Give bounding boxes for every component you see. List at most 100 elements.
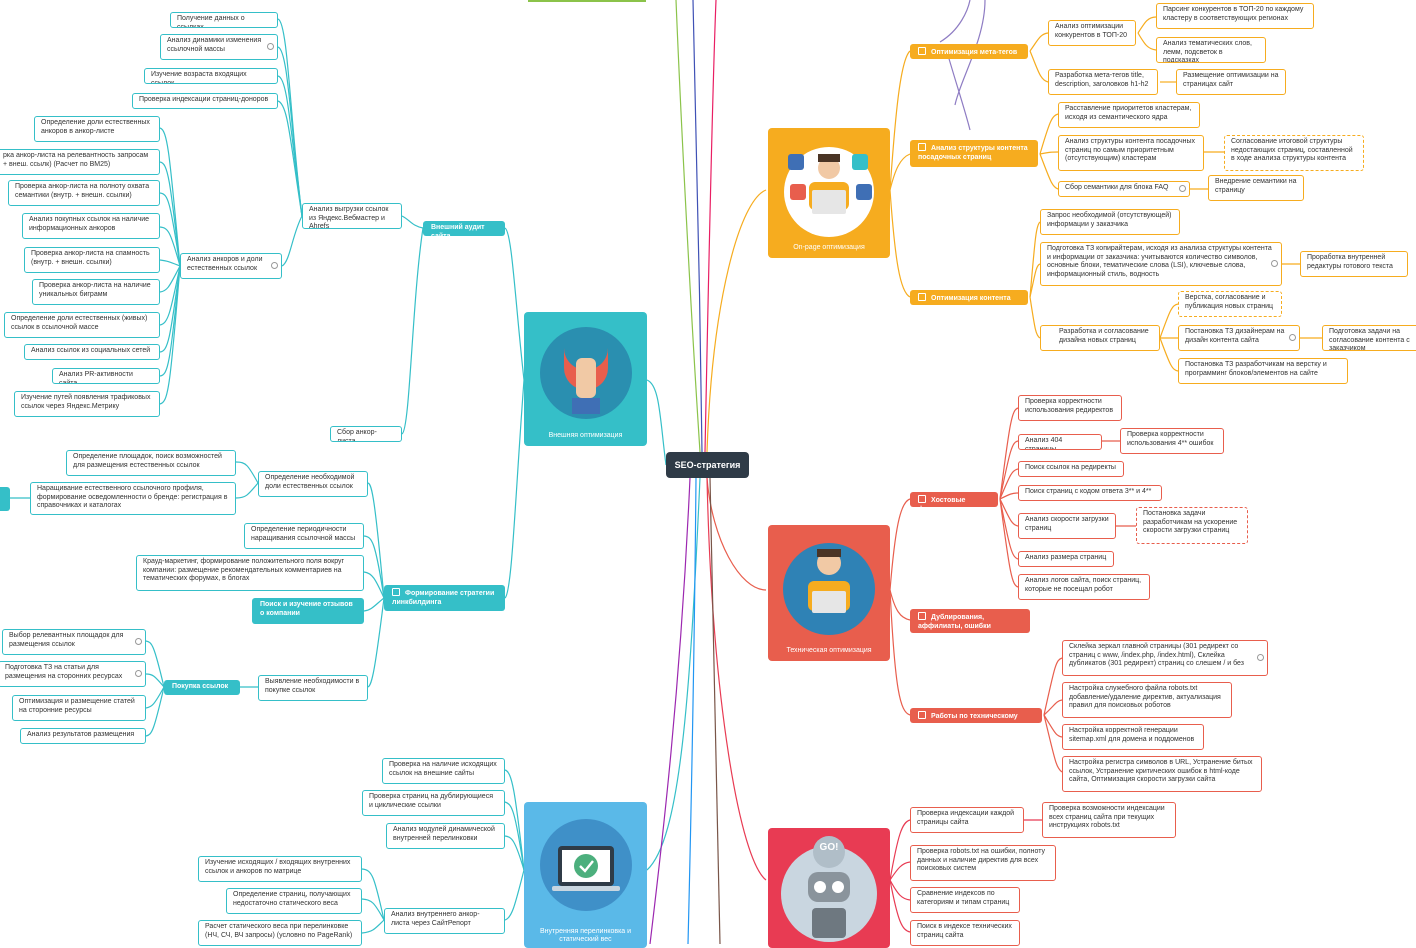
node-anchor-spam[interactable]: Проверка анкор-листа на спамность (внутр…: [24, 247, 160, 273]
node-grow-profile[interactable]: Наращивание естественного ссылочного про…: [30, 482, 236, 515]
node-social-links[interactable]: Анализ ссылок из социальных сетей: [24, 344, 160, 360]
node-pagerank-calc[interactable]: Расчет статического веса при перелинковк…: [198, 920, 362, 946]
node-layout-publish[interactable]: Верстка, согласование и публикация новых…: [1178, 291, 1282, 317]
card-external[interactable]: Внешняя оптимизация: [524, 312, 647, 446]
note-icon: [1257, 654, 1264, 661]
node-copywriter-brief[interactable]: Подготовка ТЗ копирайтерам, исходя из ан…: [1040, 242, 1282, 286]
node-content-approval[interactable]: Подготовка задачи на согласование контен…: [1322, 325, 1416, 351]
card-onpage-title: On-page оптимизация: [793, 244, 865, 251]
node-anchor-collect[interactable]: Сбор анкор-листа: [330, 426, 402, 442]
node-buy-necessity[interactable]: Выявление необходимости в покупке ссылок: [258, 675, 368, 701]
central-topic[interactable]: SEO-стратегия: [666, 452, 749, 478]
card-technical[interactable]: Техническая оптимизация: [768, 525, 890, 661]
hub-linkbuilding[interactable]: Формирование стратегии линкбилдинга: [384, 585, 505, 611]
node-anchor-coverage[interactable]: Проверка анкор-листа на полноту охвата с…: [8, 180, 160, 206]
node-structure-analysis[interactable]: Анализ структуры контента посадочных стр…: [1058, 135, 1204, 171]
node-load-speed[interactable]: Анализ скорости загрузки страниц: [1018, 513, 1116, 539]
card-onpage[interactable]: On-page оптимизация: [768, 128, 890, 258]
node-natural-anchors[interactable]: Определение доли естественных анкоров в …: [34, 116, 160, 142]
hub-buy-links[interactable]: Покупка ссылок: [164, 680, 240, 695]
hub-marker-icon: [918, 143, 926, 151]
node-faq-semantics[interactable]: Сбор семантики для блока FAQ: [1058, 181, 1190, 197]
node-webmaster-export[interactable]: Анализ выгрузки ссылок из Яндекс.Вебмаст…: [302, 203, 402, 229]
hub-meta-tags[interactable]: Оптимизация мета-тегов: [910, 44, 1028, 59]
node-traffic-links[interactable]: Изучение путей появления трафиковых ссыл…: [14, 391, 160, 417]
node-dynamic-modules[interactable]: Анализ модулей динамической внутренней п…: [386, 823, 505, 849]
node-redirect-links[interactable]: Поиск ссылок на редиректы: [1018, 461, 1124, 477]
note-icon: [1179, 185, 1186, 192]
node-structure-agreement[interactable]: Согласование итоговой структуры недостаю…: [1224, 135, 1364, 171]
node-live-links[interactable]: Определение доли естественных (живых) сс…: [4, 312, 160, 338]
node-link-matrix[interactable]: Изучение исходящих / входящих внутренних…: [198, 856, 362, 882]
node-place-optimization[interactable]: Размещение оптимизации на страницах сайт: [1176, 69, 1286, 95]
magnet-illustration-icon: [540, 327, 632, 419]
node-thematic-words[interactable]: Анализ тематических слов, лемм, подсвето…: [1156, 37, 1266, 63]
node-weak-pages[interactable]: Определение страниц, получающих недостат…: [226, 888, 362, 914]
node-paid-links[interactable]: Анализ покупных ссылок на наличие информ…: [22, 213, 160, 239]
node-pr-activity[interactable]: Анализ PR-активности сайта: [52, 368, 160, 384]
card-crawler[interactable]: GO!: [768, 828, 890, 948]
node-competitor-analysis[interactable]: Анализ оптимизации конкурентов в ТОП-20: [1048, 20, 1136, 46]
node-donor-index[interactable]: Проверка индексации страниц-доноров: [132, 93, 278, 109]
node-natural-share[interactable]: Определение необходимой доли естественны…: [258, 471, 368, 497]
node-request-info[interactable]: Запрос необходимой (отсутствующей) инфор…: [1040, 209, 1180, 235]
hub-offscreen-left[interactable]: [0, 487, 10, 511]
node-duplicate-links[interactable]: Проверка страниц на дублирующиеся и цикл…: [362, 790, 505, 816]
hub-structure[interactable]: Анализ структуры контента посадочных стр…: [910, 140, 1038, 167]
node-index-compare[interactable]: Сравнение индексов по категориям и типам…: [910, 887, 1020, 913]
node-url-register[interactable]: Настройка регистра символов в URL, Устра…: [1062, 756, 1262, 792]
node-speed-task[interactable]: Постановка задачи разработчикам на ускор…: [1136, 507, 1248, 544]
node-link-dynamics[interactable]: Анализ динамики изменения ссылочной масс…: [160, 34, 278, 60]
node-tech-pages-index[interactable]: Поиск в индексе технических страниц сайт…: [910, 920, 1020, 946]
node-404-analysis[interactable]: Анализ 404 страницы: [1018, 434, 1102, 450]
hub-label: Оптимизация мета-тегов: [931, 49, 1018, 56]
hub-external-audit[interactable]: Внешний аудит сайта: [423, 221, 505, 240]
node-index-check[interactable]: Проверка индексации каждой страницы сайт…: [910, 807, 1024, 833]
node-index-possibility[interactable]: Проверка возможности индексации всех стр…: [1042, 802, 1176, 838]
node-find-platforms[interactable]: Определение площадок, поиск возможностей…: [66, 450, 236, 476]
hub-label: Поиск и изучение отзывов о компании: [260, 601, 353, 617]
node-choose-platforms[interactable]: Выбор релевантных площадок для размещени…: [2, 629, 146, 655]
node-mirror-glue[interactable]: Склейка зеркал главной страницы (301 ред…: [1062, 640, 1268, 676]
hub-marker-icon: [392, 588, 400, 596]
node-designer-brief[interactable]: Постановка ТЗ дизайнерам на дизайн конте…: [1178, 325, 1300, 351]
node-robots-setup[interactable]: Настройка служебного файла robots.txt до…: [1062, 682, 1232, 718]
node-article-placement[interactable]: Оптимизация и размещение статей на сторо…: [12, 695, 146, 721]
node-crowd-marketing[interactable]: Крауд-маркетинг, формирование положитель…: [136, 555, 364, 591]
node-periodicity[interactable]: Определение периодичности наращивания сс…: [244, 523, 364, 549]
node-robots-check[interactable]: Проверка robots.txt на ошибки, полноту д…: [910, 845, 1056, 881]
node-dev-brief[interactable]: Постановка ТЗ разработчикам на верстку и…: [1178, 358, 1348, 384]
node-sitereport-anchors[interactable]: Анализ внутреннего анкор-листа через Сай…: [384, 908, 505, 934]
node-link-data[interactable]: Получение данных о ссылках: [170, 12, 278, 28]
node-article-brief[interactable]: Подготовка ТЗ на статьи для размещения н…: [0, 661, 146, 687]
node-parse-competitors[interactable]: Парсинг конкурентов в ТОП-20 по каждому …: [1156, 3, 1314, 29]
hub-marker-icon: [918, 495, 926, 503]
hub-label: Анализ структуры контента посадочных стр…: [918, 145, 1028, 161]
node-meta-dev[interactable]: Разработка мета-тегов title, description…: [1048, 69, 1158, 95]
hub-marker-icon: [918, 293, 926, 301]
node-outgoing-links[interactable]: Проверка на наличие исходящих ссылок на …: [382, 758, 505, 784]
node-page-size[interactable]: Анализ размера страниц: [1018, 551, 1114, 567]
card-internal[interactable]: Внутренняя перелинковка и статический ве…: [524, 802, 647, 948]
node-anchor-analysis[interactable]: Анализ анкоров и доли естественных ссыло…: [180, 253, 282, 279]
node-unique-bigrams[interactable]: Проверка анкор-листа на наличие уникальн…: [32, 279, 160, 305]
hub-duplicates[interactable]: Дублирования, аффилиаты, ошибки: [910, 609, 1030, 633]
node-text-edit[interactable]: Проработка внутренней редактуры готового…: [1300, 251, 1408, 277]
node-implement-semantics[interactable]: Внедрение семантики на страницу: [1208, 175, 1304, 201]
node-cluster-priorities[interactable]: Расставление приоритетов кластерам, исхо…: [1058, 102, 1200, 128]
node-log-analysis[interactable]: Анализ логов сайта, поиск страниц, котор…: [1018, 574, 1150, 600]
node-link-age[interactable]: Изучение возраста входящих ссылок: [144, 68, 278, 84]
hub-hosting[interactable]: Хостовые факторы: [910, 492, 998, 513]
hub-tech-audit[interactable]: Работы по техническому аудиту: [910, 708, 1042, 729]
hub-content[interactable]: Оптимизация контента: [910, 290, 1028, 305]
hub-label: Формирование стратегии линкбилдинга: [392, 590, 495, 606]
node-redirects-check[interactable]: Проверка корректности использования реди…: [1018, 395, 1122, 421]
node-design-pages[interactable]: Разработка и согласование дизайна новых …: [1040, 325, 1160, 351]
node-anchor-relevance[interactable]: рка анкор-листа на релевантность запроса…: [0, 149, 160, 175]
node-sitemap-setup[interactable]: Настройка корректной генерации sitemap.x…: [1062, 724, 1204, 750]
hub-reviews[interactable]: Поиск и изучение отзывов о компании: [252, 598, 364, 624]
node-3xx-4xx-pages[interactable]: Поиск страниц с кодом ответа 3** и 4**: [1018, 485, 1162, 501]
node-4xx-check[interactable]: Проверка корректности использования 4** …: [1120, 428, 1224, 454]
node-placement-results[interactable]: Анализ результатов размещения: [20, 728, 146, 744]
